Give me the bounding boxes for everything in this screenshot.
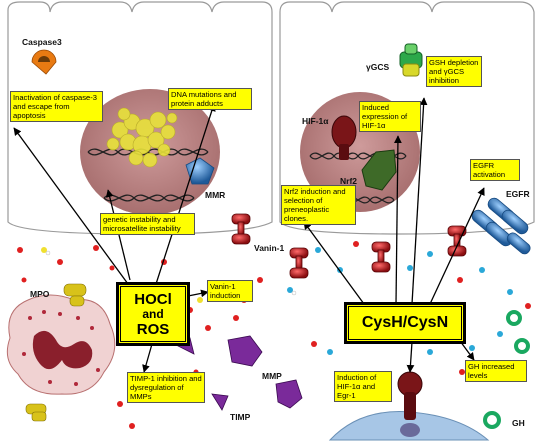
hif1a-label: HIF-1α [302,116,329,126]
box-nrf2-induction: Nrf2 induction and selection of preneopl… [281,185,356,225]
hif1a-protein [331,115,357,160]
dna-adduct-cluster [106,107,178,168]
egfr-receptors [471,197,531,255]
box-gsh-depletion: GSH depletion and γGCS inhibition [426,56,482,87]
small-molecules-left [17,245,263,429]
ygcs-protein [399,43,423,77]
nrf2-protein [361,149,397,191]
cys-label: CysH/CysN [361,314,449,331]
left-nucleus [80,89,220,215]
box-timp-inhibition: TIMP-1 inhibition and dysregulation of M… [127,372,205,403]
nrf2-label: Nrf2 [340,176,358,186]
bottom-cell [328,371,490,441]
mmp-timp-proteins [177,335,303,411]
box-egfr-activation: EGFR activation [470,159,520,181]
arrows [13,97,485,373]
hocl-ros-box: HOCl and ROS [116,282,190,346]
ros-label: ROS [136,321,170,338]
box-hif-egr-induction: Induction of HIF-1α and Egr-1 [334,371,392,402]
gh-label: GH [512,418,525,428]
box-genetic-instability: genetic instability and microsatellite i… [100,213,195,235]
cysh-cysn-box: CysH/CysN [344,302,466,344]
and-label: and [142,307,164,321]
egfr-label: EGFR [506,189,530,199]
mpo-molecules [25,283,87,422]
caspase3-label: Caspase3 [22,37,62,47]
ygcs-label: γGCS [366,62,390,72]
mpo-label: MPO [30,289,50,299]
box-gh-levels: GH increased levels [465,360,527,382]
vanin1-proteins [231,213,467,279]
vanin1-label: Vanin-1 [254,243,285,253]
caspase3-protein [31,49,57,75]
gh-molecules [483,310,530,429]
hocl-label: HOCl [134,291,172,308]
timp-label: TIMP [230,412,251,422]
box-caspase-inactivation: Inactivation of caspase-3 and escape fro… [10,91,103,122]
mmr-label: MMR [205,190,226,200]
neutrophil-cell [6,294,116,395]
box-hif-expression: Induced expression of HIF-1α [359,101,421,132]
box-vanin1-induction: Vanin-1 induction [207,280,253,302]
mmr-protein [185,157,215,185]
box-dna-mutations: DNA mutations and protein adducts [168,88,252,110]
small-molecules-right [287,241,531,375]
mmp-label: MMP [262,371,282,381]
